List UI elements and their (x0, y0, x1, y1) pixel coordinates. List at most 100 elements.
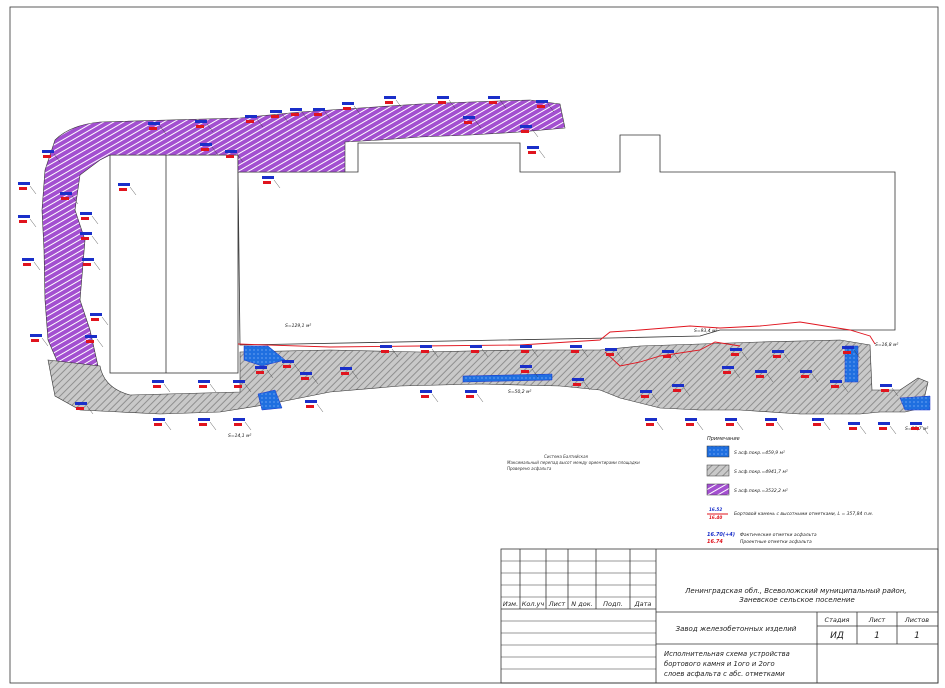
elevation-mark-fact (262, 176, 274, 179)
elevation-leader (431, 393, 439, 403)
elevation-mark-fact (645, 418, 657, 421)
elevation-mark-design (226, 155, 234, 158)
tb-location: Ленинградская обл., Всеволожский муницип… (684, 587, 909, 604)
elevation-mark-fact (290, 108, 302, 111)
elevation-leader (448, 99, 456, 109)
elevation-leader (129, 186, 137, 196)
elevation-mark-design (849, 427, 857, 430)
elevation-mark-design (43, 155, 51, 158)
elevation-leader (853, 349, 861, 359)
elevation-mark-design (756, 375, 764, 378)
elevation-mark-fact (520, 125, 532, 128)
elevation-mark-fact (878, 422, 890, 425)
elevation-mark-fact (662, 350, 674, 353)
elevation-leader (481, 348, 489, 358)
tb-header-izm: Изм. (503, 600, 518, 608)
elevation-leader (209, 421, 217, 431)
elevation-mark-fact (572, 378, 584, 381)
elevation-leader (293, 363, 301, 373)
elevation-mark-design (686, 423, 694, 426)
elevation-leader (244, 383, 252, 393)
notes-title: Система Балтийская (544, 454, 588, 459)
elevation-mark-design (301, 377, 309, 380)
elevation-leader (889, 425, 897, 435)
elevation-mark-fact (800, 370, 812, 373)
elevation-leader (91, 215, 99, 225)
area-label: S=93,4 м² (694, 328, 717, 334)
elevation-mark-design (306, 405, 314, 408)
elevation-mark-fact (90, 313, 102, 316)
notes-line: Проверено асфальта (507, 466, 552, 471)
elevation-leader (324, 111, 332, 121)
legend-item: S асф.покр.=3532,2 м² (734, 488, 788, 494)
tb-object: Завод железобетонных изделий (676, 625, 797, 633)
elevation-mark-fact (465, 390, 477, 393)
elevation-leader (273, 179, 281, 189)
legend: Примечание S асф.покр.=459,9 м² S асф.по… (706, 436, 873, 545)
elevation-leader (476, 393, 484, 403)
elevation-mark-fact (75, 402, 87, 405)
elevation-mark-fact (305, 400, 317, 403)
elevation-leader (281, 113, 289, 123)
elevation-mark-fact (420, 390, 432, 393)
elevation-leader (163, 383, 171, 393)
elevation-mark-fact (18, 182, 30, 185)
elevation-mark-design (31, 339, 39, 342)
elevation-mark-fact (842, 346, 854, 349)
elevation-mark-design (606, 353, 614, 356)
elevation-mark-design (466, 395, 474, 398)
elevation-mark-design (843, 351, 851, 354)
elevation-leader (33, 261, 41, 271)
elevation-mark-design (343, 107, 351, 110)
legend-design-sample: 16.74 (707, 539, 723, 545)
elevation-mark-design (199, 385, 207, 388)
elevation-leader (244, 421, 252, 431)
legend-fact-sample: 16.70(+4) (707, 532, 735, 538)
elevation-leader (538, 149, 546, 159)
elevation-leader (891, 387, 899, 397)
elevation-mark-design (879, 427, 887, 430)
elevation-mark-fact (672, 384, 684, 387)
elevation-mark-design (381, 350, 389, 353)
legend-design-label: Проектные отметки асфальта (740, 539, 812, 545)
elevation-leader (841, 383, 849, 393)
elevation-leader (93, 261, 101, 271)
elevation-mark-fact (527, 146, 539, 149)
elevation-leader (921, 425, 929, 435)
elevation-mark-fact (245, 115, 257, 118)
elevation-mark-fact (152, 380, 164, 383)
elevation-mark-design (489, 101, 497, 104)
elevation-leader (811, 373, 819, 383)
title-block (500, 548, 939, 684)
elevation-leader (499, 99, 507, 109)
elevation-mark-design (153, 385, 161, 388)
elevation-mark-design (537, 105, 545, 108)
elevation-mark-fact (437, 96, 449, 99)
elevation-mark-design (86, 340, 94, 343)
elevation-mark-design (201, 148, 209, 151)
elevation-mark-fact (848, 422, 860, 425)
elevation-mark-fact (195, 120, 207, 123)
elevation-leader (353, 105, 361, 115)
elevation-mark-design (61, 197, 69, 200)
elevation-leader (41, 337, 49, 347)
elevation-mark-fact (233, 418, 245, 421)
elevation-mark-fact (22, 258, 34, 261)
elevation-mark-design (341, 372, 349, 375)
elevation-leader (96, 338, 104, 348)
elevation-leader (53, 153, 61, 163)
elevation-mark-design (881, 389, 889, 392)
elevation-mark-fact (605, 348, 617, 351)
elevation-mark-fact (463, 116, 475, 119)
elevation-mark-design (641, 395, 649, 398)
elevation-mark-fact (722, 366, 734, 369)
elevation-mark-fact (153, 418, 165, 421)
elevation-mark-design (149, 127, 157, 130)
elevation-leader (256, 118, 264, 128)
elevation-mark-design (83, 263, 91, 266)
elevation-leader (531, 348, 539, 358)
elevation-leader (101, 316, 109, 326)
elevation-mark-fact (80, 232, 92, 235)
elevation-leader (211, 146, 219, 156)
elevation-mark-design (723, 371, 731, 374)
